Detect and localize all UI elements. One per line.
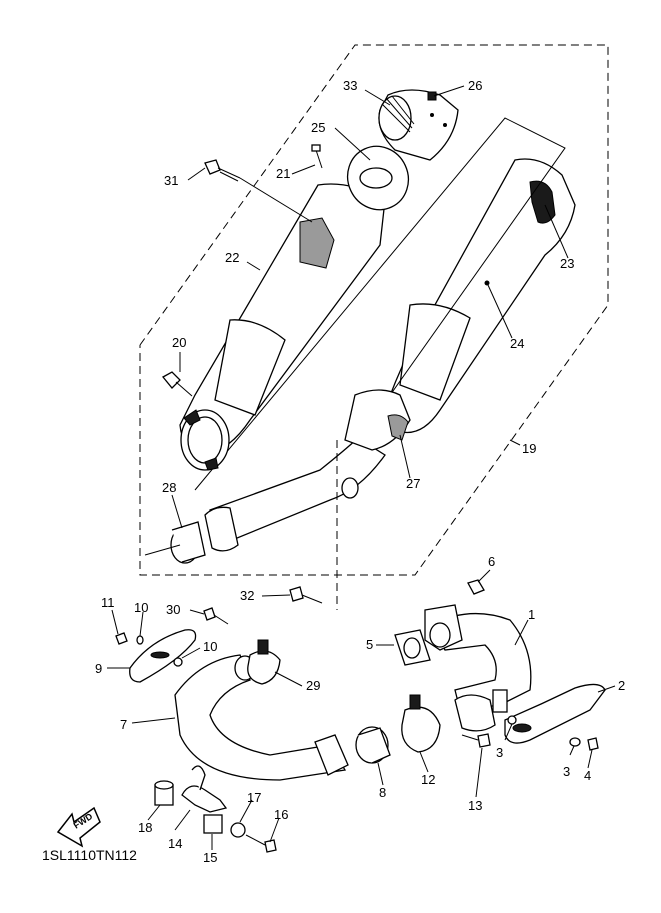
callout-27: 27: [406, 476, 420, 491]
bracket-9: [129, 629, 197, 683]
washer-10: [173, 657, 183, 667]
callout-1: 1: [528, 607, 535, 622]
callout-19: 19: [522, 441, 536, 456]
leader-lines: [107, 85, 616, 850]
callout-4: 4: [584, 768, 591, 783]
callout-3-lower: 3: [563, 764, 570, 779]
end-cap: [378, 89, 459, 161]
callout-23: 23: [560, 256, 574, 271]
callout-33: 33: [343, 78, 357, 93]
bolt-16: [245, 834, 277, 853]
muffler-left: [179, 183, 386, 471]
fwd-arrow-icon: FWD: [56, 806, 101, 848]
callout-26: 26: [468, 78, 482, 93]
gasket: [346, 145, 410, 211]
callout-32: 32: [240, 588, 254, 603]
clamp-29: [247, 639, 281, 685]
callout-10-lower: 10: [203, 639, 217, 654]
callout-11: 11: [101, 595, 115, 610]
bolt-13: [461, 733, 491, 748]
callout-24: 24: [510, 336, 524, 351]
callout-12: 12: [421, 772, 435, 787]
callout-10-upper: 10: [134, 600, 148, 615]
mid-pipe: [204, 389, 411, 552]
grommet-18: [154, 780, 174, 806]
muffler-right: [194, 117, 576, 491]
callout-5: 5: [366, 637, 373, 652]
collar-15: [203, 814, 223, 834]
clamp-12: [401, 694, 441, 753]
callout-29: 29: [306, 678, 320, 693]
bolt-31: [204, 159, 313, 223]
callout-2: 2: [618, 678, 625, 693]
callout-8: 8: [379, 785, 386, 800]
washer-10-upper: [136, 635, 144, 645]
gasket-5: [394, 629, 431, 666]
callout-25: 25: [311, 120, 325, 135]
sleeve-28: [170, 521, 206, 564]
callout-31: 31: [164, 173, 178, 188]
screw-21: [311, 144, 323, 169]
heat-shield-2: [504, 683, 606, 744]
callout-18: 18: [138, 820, 152, 835]
callout-7: 7: [120, 717, 127, 732]
callout-16: 16: [274, 807, 288, 822]
callouts: 1 2 3 3 4 5 6 7 8 9 10 10 11 12 13 14 15…: [95, 78, 625, 865]
callout-13: 13: [468, 798, 482, 813]
bolt-30: [203, 607, 229, 625]
callout-17: 17: [247, 790, 261, 805]
washer-17: [230, 822, 246, 838]
washer-3-upper: [507, 715, 517, 725]
bolt-32: [289, 586, 323, 604]
callout-15: 15: [203, 850, 217, 865]
washer-3: [569, 737, 581, 747]
stay-14: [181, 765, 228, 813]
nut-6: [467, 579, 485, 595]
callout-9: 9: [95, 661, 102, 676]
bolt-20: [162, 362, 193, 397]
bolt-4: [587, 737, 599, 751]
muffler-group-outline: [139, 44, 609, 576]
bolt-11: [115, 632, 128, 645]
callout-20: 20: [172, 335, 186, 350]
callout-14: 14: [168, 836, 182, 851]
callout-6: 6: [488, 554, 495, 569]
callout-30: 30: [166, 602, 180, 617]
callout-28: 28: [162, 480, 176, 495]
callout-3-upper: 3: [496, 745, 503, 760]
callout-21: 21: [276, 166, 290, 181]
diagram-code: 1SL1110TN112: [42, 847, 137, 863]
callout-22: 22: [225, 250, 239, 265]
sleeve-8: [355, 726, 391, 764]
header-pipe-front: [424, 604, 532, 732]
